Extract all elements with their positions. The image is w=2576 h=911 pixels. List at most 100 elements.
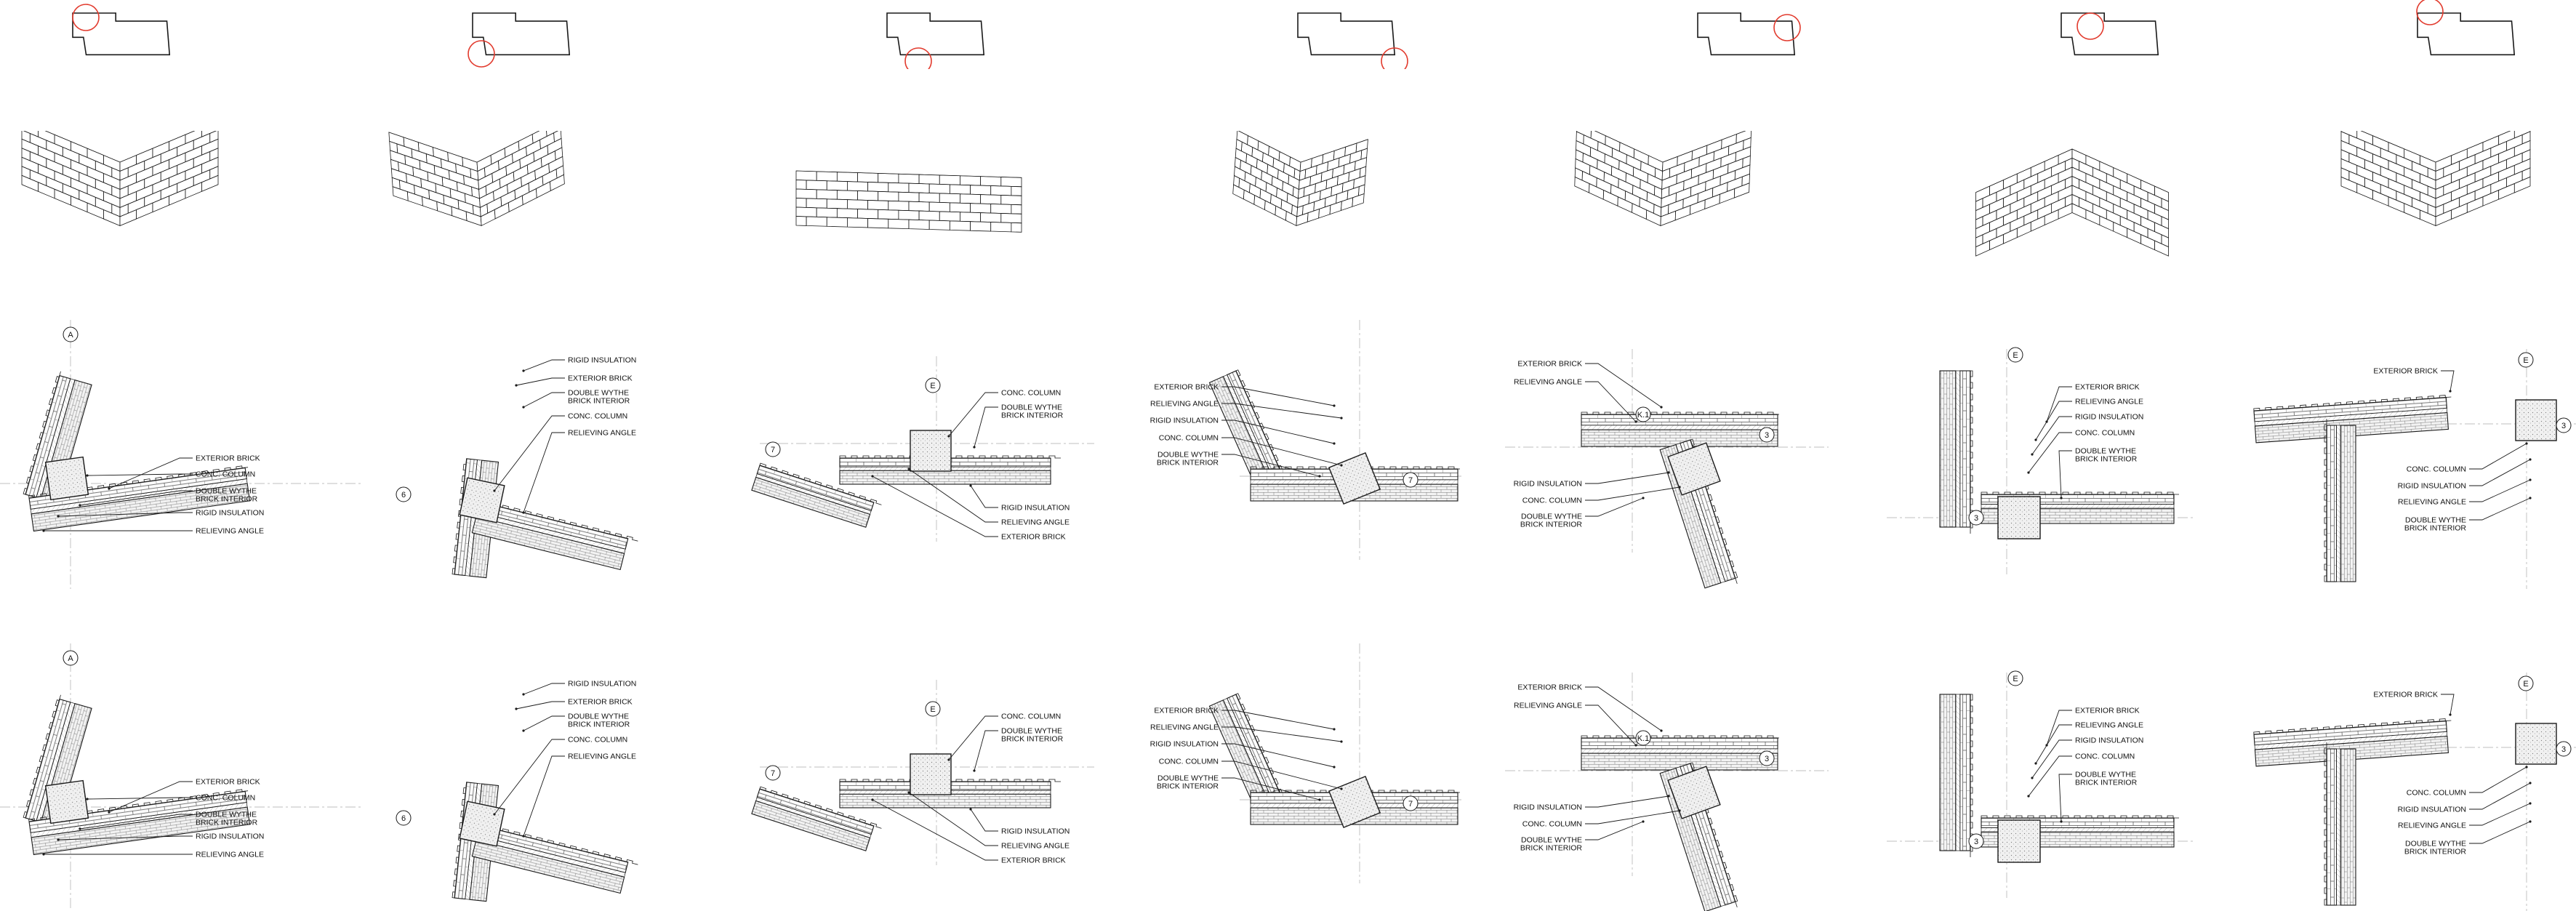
svg-text:EXTERIOR BRICK: EXTERIOR BRICK bbox=[2373, 367, 2438, 376]
callout-label: RELIEVING ANGLE bbox=[1514, 378, 1637, 423]
svg-text:CONC. COLUMN: CONC. COLUMN bbox=[2075, 429, 2135, 438]
callout-label: EXTERIOR BRICK bbox=[108, 454, 260, 490]
corner-highlight-circle bbox=[72, 4, 100, 31]
svg-text:BRICK INTERIOR: BRICK INTERIOR bbox=[1157, 782, 1219, 791]
svg-text:EXTERIOR BRICK: EXTERIOR BRICK bbox=[568, 698, 633, 707]
svg-text:7: 7 bbox=[771, 446, 775, 454]
svg-text:CONC. COLUMN: CONC. COLUMN bbox=[2407, 465, 2466, 474]
svg-text:EXTERIOR BRICK: EXTERIOR BRICK bbox=[1001, 533, 1066, 542]
grid-bubble: 3 bbox=[2556, 417, 2572, 433]
building-outline bbox=[1697, 12, 1796, 56]
svg-text:RIGID INSULATION: RIGID INSULATION bbox=[2075, 737, 2143, 745]
callout-label: RIGID INSULATION bbox=[2031, 413, 2143, 456]
callout-label: CONC. COLUMN bbox=[947, 713, 1061, 761]
svg-text:EXTERIOR BRICK: EXTERIOR BRICK bbox=[1001, 856, 1066, 865]
callout-label: RIGID INSULATION bbox=[57, 832, 264, 841]
svg-text:BRICK INTERIOR: BRICK INTERIOR bbox=[2075, 455, 2138, 464]
svg-text:6: 6 bbox=[401, 814, 406, 823]
callout-label: RELIEVING ANGLE bbox=[1150, 400, 1343, 420]
svg-text:3: 3 bbox=[1974, 514, 1978, 523]
svg-text:7: 7 bbox=[1408, 800, 1413, 808]
svg-text:DOUBLE WYTHE: DOUBLE WYTHE bbox=[196, 487, 257, 496]
svg-text:RIGID INSULATION: RIGID INSULATION bbox=[1001, 504, 1070, 513]
key-plan-6 bbox=[2061, 12, 2159, 56]
svg-text:RELIEVING ANGLE: RELIEVING ANGLE bbox=[1514, 702, 1582, 710]
concrete-column bbox=[1997, 819, 2041, 863]
concrete-column bbox=[910, 430, 952, 472]
key-plan-4 bbox=[1297, 12, 1408, 69]
grid-bubble: 7 bbox=[765, 765, 781, 781]
callout-label: CONC. COLUMN bbox=[1159, 758, 1343, 790]
callout-label: EXTERIOR BRICK bbox=[1517, 683, 1663, 732]
callout-label: EXTERIOR BRICK bbox=[871, 798, 1066, 865]
concrete-column bbox=[1667, 442, 1721, 496]
isometric-brick-corner-6 bbox=[1975, 148, 2169, 257]
svg-text:RELIEVING ANGLE: RELIEVING ANGLE bbox=[2398, 822, 2466, 830]
corner-highlight-circle bbox=[468, 40, 495, 68]
svg-text:RIGID INSULATION: RIGID INSULATION bbox=[1001, 827, 1070, 836]
svg-text:E: E bbox=[2013, 675, 2018, 683]
svg-text:RELIEVING ANGLE: RELIEVING ANGLE bbox=[1514, 378, 1582, 387]
building-outline bbox=[1297, 12, 1396, 56]
svg-text:EXTERIOR BRICK: EXTERIOR BRICK bbox=[2075, 383, 2140, 392]
grid-bubble: E bbox=[925, 377, 941, 393]
grid-bubble: E bbox=[2518, 352, 2534, 368]
svg-text:3: 3 bbox=[1765, 755, 1769, 763]
callout-label: RIGID INSULATION bbox=[1514, 795, 1670, 812]
svg-text:K.1: K.1 bbox=[1637, 411, 1650, 420]
svg-text:EXTERIOR BRICK: EXTERIOR BRICK bbox=[1517, 683, 1582, 692]
svg-text:DOUBLE WYTHE: DOUBLE WYTHE bbox=[1521, 513, 1582, 521]
grid-bubble: 3 bbox=[2556, 741, 2572, 757]
svg-text:3: 3 bbox=[2561, 422, 2566, 430]
callout-label: CONC. COLUMN bbox=[2407, 442, 2528, 474]
svg-text:RIGID INSULATION: RIGID INSULATION bbox=[1514, 803, 1582, 812]
svg-text:RELIEVING ANGLE: RELIEVING ANGLE bbox=[196, 527, 264, 536]
key-plan-2 bbox=[468, 12, 571, 68]
grid-bubble: E bbox=[2007, 670, 2023, 686]
callout-label: RELIEVING ANGLE bbox=[522, 429, 636, 514]
svg-text:7: 7 bbox=[1408, 476, 1413, 485]
grid-bubble: 7 bbox=[1403, 795, 1419, 811]
callout-label: CONC. COLUMN bbox=[493, 736, 627, 816]
grid-bubble: A bbox=[63, 326, 79, 342]
svg-text:E: E bbox=[930, 382, 935, 390]
callout-label: CONC. COLUMN bbox=[2407, 766, 2528, 798]
svg-text:E: E bbox=[2013, 351, 2018, 360]
svg-text:CONC. COLUMN: CONC. COLUMN bbox=[568, 412, 627, 421]
svg-text:EXTERIOR BRICK: EXTERIOR BRICK bbox=[1154, 707, 1219, 715]
callout-label: RELIEVING ANGLE bbox=[2034, 721, 2143, 765]
concrete-column bbox=[459, 800, 505, 847]
grid-bubble: E bbox=[2518, 675, 2534, 691]
corner-highlight-circle bbox=[904, 47, 932, 69]
svg-text:A: A bbox=[68, 331, 73, 340]
callout-label: CONC. COLUMN bbox=[86, 470, 255, 479]
svg-text:DOUBLE WYTHE: DOUBLE WYTHE bbox=[2405, 516, 2466, 525]
isometric-brick-corner-3 bbox=[795, 170, 1022, 233]
key-plan-7 bbox=[2416, 0, 2516, 56]
svg-text:EXTERIOR BRICK: EXTERIOR BRICK bbox=[2373, 691, 2438, 699]
svg-text:RELIEVING ANGLE: RELIEVING ANGLE bbox=[1001, 518, 1070, 527]
svg-text:RELIEVING ANGLE: RELIEVING ANGLE bbox=[2398, 498, 2466, 507]
callout-label: EXTERIOR BRICK bbox=[108, 778, 260, 814]
callout-label: RIGID INSULATION bbox=[969, 808, 1070, 836]
callout-label: RIGID INSULATION bbox=[2031, 737, 2143, 779]
svg-text:EXTERIOR BRICK: EXTERIOR BRICK bbox=[1517, 360, 1582, 369]
callout-label: RELIEVING ANGLE bbox=[522, 753, 636, 838]
callout-label: EXTERIOR BRICK bbox=[871, 475, 1066, 542]
building-outline bbox=[2417, 12, 2516, 56]
svg-text:RELIEVING ANGLE: RELIEVING ANGLE bbox=[1001, 842, 1070, 851]
svg-text:EXTERIOR BRICK: EXTERIOR BRICK bbox=[568, 374, 633, 383]
callout-label: EXTERIOR BRICK bbox=[2373, 691, 2455, 716]
callout-label: EXTERIOR BRICK bbox=[1517, 360, 1663, 409]
